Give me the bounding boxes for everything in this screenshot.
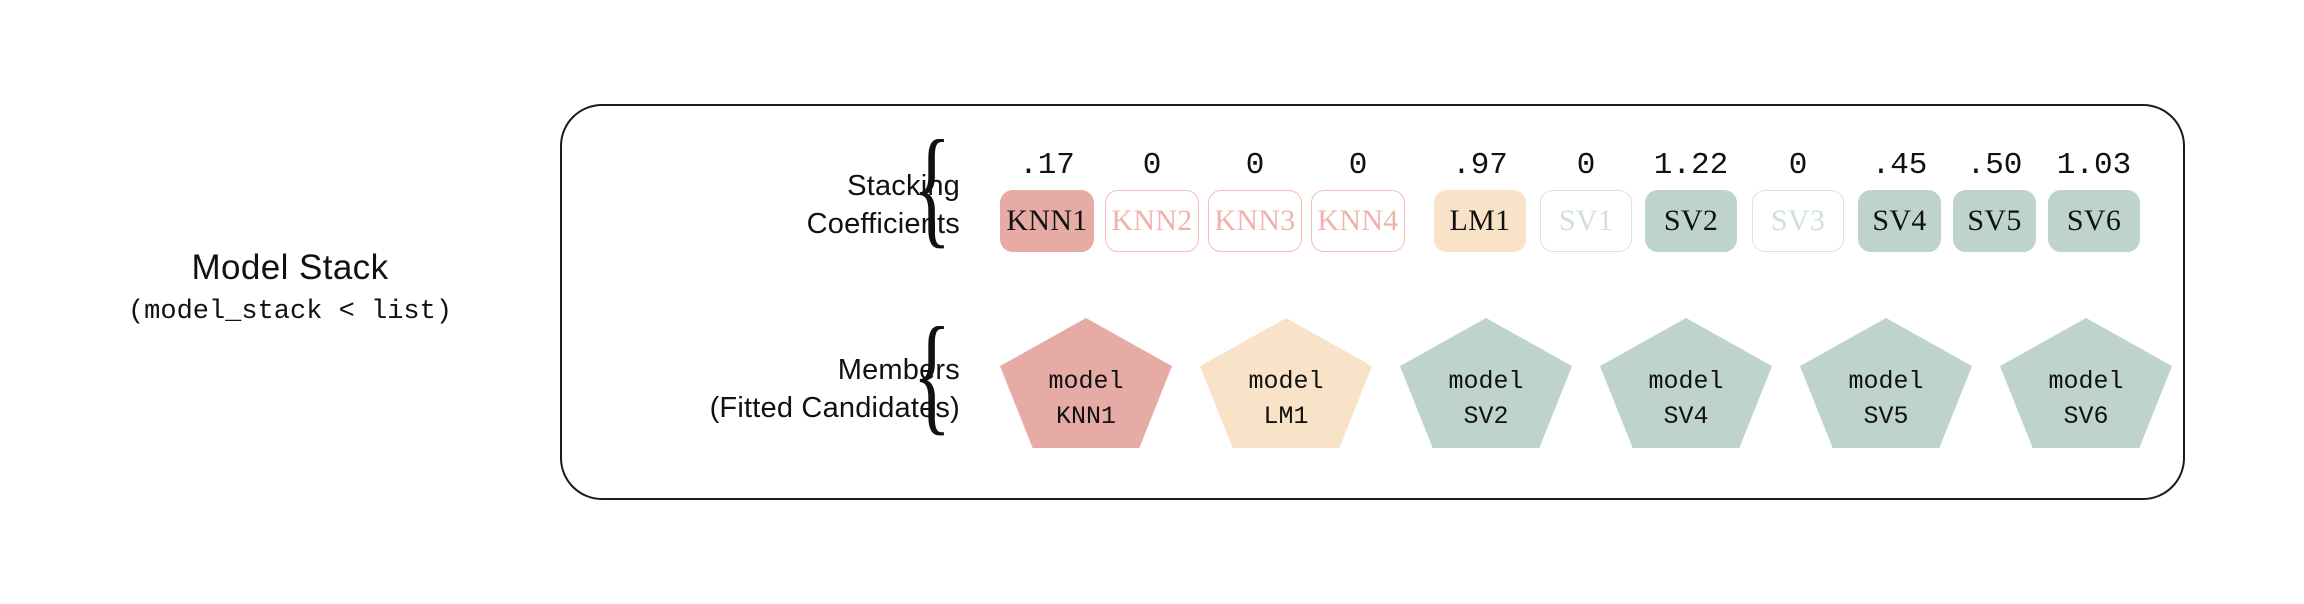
member-pentagon-line1: model — [1848, 367, 1924, 396]
member-pentagon-line1: model — [2048, 367, 2124, 396]
coefficient-value-knn1: .17 — [1019, 148, 1075, 183]
member-pentagon-line2: KNN1 — [1055, 401, 1116, 431]
candidate-box-knn2[interactable]: KNN2 — [1105, 190, 1199, 252]
candidate-box-sv2[interactable]: SV2 — [1645, 190, 1737, 252]
candidate-box-sv5[interactable]: SV5 — [1953, 190, 2036, 252]
candidate-box-knn1[interactable]: KNN1 — [1000, 190, 1094, 252]
member-pentagon-line2: SV2 — [1463, 401, 1509, 431]
members-label-line2: (Fitted Candidates) — [709, 391, 960, 424]
coefficient-value-sv6: 1.03 — [2056, 148, 2132, 183]
stacking-coefficients-label-line2: Coefficients — [806, 207, 960, 240]
model-stack-title: Model Stack — [191, 248, 389, 287]
coefficient-value-sv3: 0 — [1788, 148, 1808, 183]
member-pentagon-line1: model — [1048, 367, 1124, 396]
member-pentagon-line1: model — [1448, 367, 1524, 396]
coefficient-value-sv1: 0 — [1576, 148, 1596, 183]
member-pentagon-line1: model — [1248, 367, 1324, 396]
coefficients-brace-icon: { — [912, 113, 952, 261]
member-pentagon-line2: SV5 — [1863, 401, 1909, 431]
candidate-box-lm1[interactable]: LM1 — [1434, 190, 1526, 252]
candidate-box-sv6[interactable]: SV6 — [2048, 190, 2140, 252]
members-label: Members (Fitted Candidates) — [540, 352, 960, 427]
members-label-line1: Members — [837, 354, 960, 386]
coefficient-value-sv5: .50 — [1966, 148, 2023, 183]
stacking-coefficients-label: Stacking Coefficients — [560, 168, 960, 243]
candidate-box-knn4[interactable]: KNN4 — [1311, 190, 1405, 252]
coefficient-value-lm1: .97 — [1452, 148, 1508, 183]
candidate-box-sv1[interactable]: SV1 — [1540, 190, 1632, 252]
coefficient-value-sv2: 1.22 — [1653, 148, 1729, 183]
member-pentagon-line2: SV4 — [1663, 401, 1709, 431]
coefficient-value-knn2: 0 — [1142, 148, 1162, 183]
member-pentagon-line2: SV6 — [2063, 401, 2109, 431]
candidate-box-knn3[interactable]: KNN3 — [1208, 190, 1302, 252]
coefficient-value-sv4: .45 — [1871, 148, 1928, 183]
stacking-coefficients-label-line1: Stacking — [847, 170, 960, 202]
coefficient-value-knn3: 0 — [1245, 148, 1265, 183]
members-brace-icon: { — [912, 300, 952, 448]
member-pentagon-line1: model — [1648, 367, 1724, 396]
candidate-box-sv3[interactable]: SV3 — [1752, 190, 1844, 252]
coefficient-value-knn4: 0 — [1348, 148, 1368, 183]
model-stack-type: (model_stack < list) — [127, 297, 453, 328]
candidate-box-sv4[interactable]: SV4 — [1858, 190, 1941, 252]
model-stack-label: Model Stack (model_stack < list) — [60, 248, 520, 328]
member-pentagon-line2: LM1 — [1263, 401, 1309, 431]
